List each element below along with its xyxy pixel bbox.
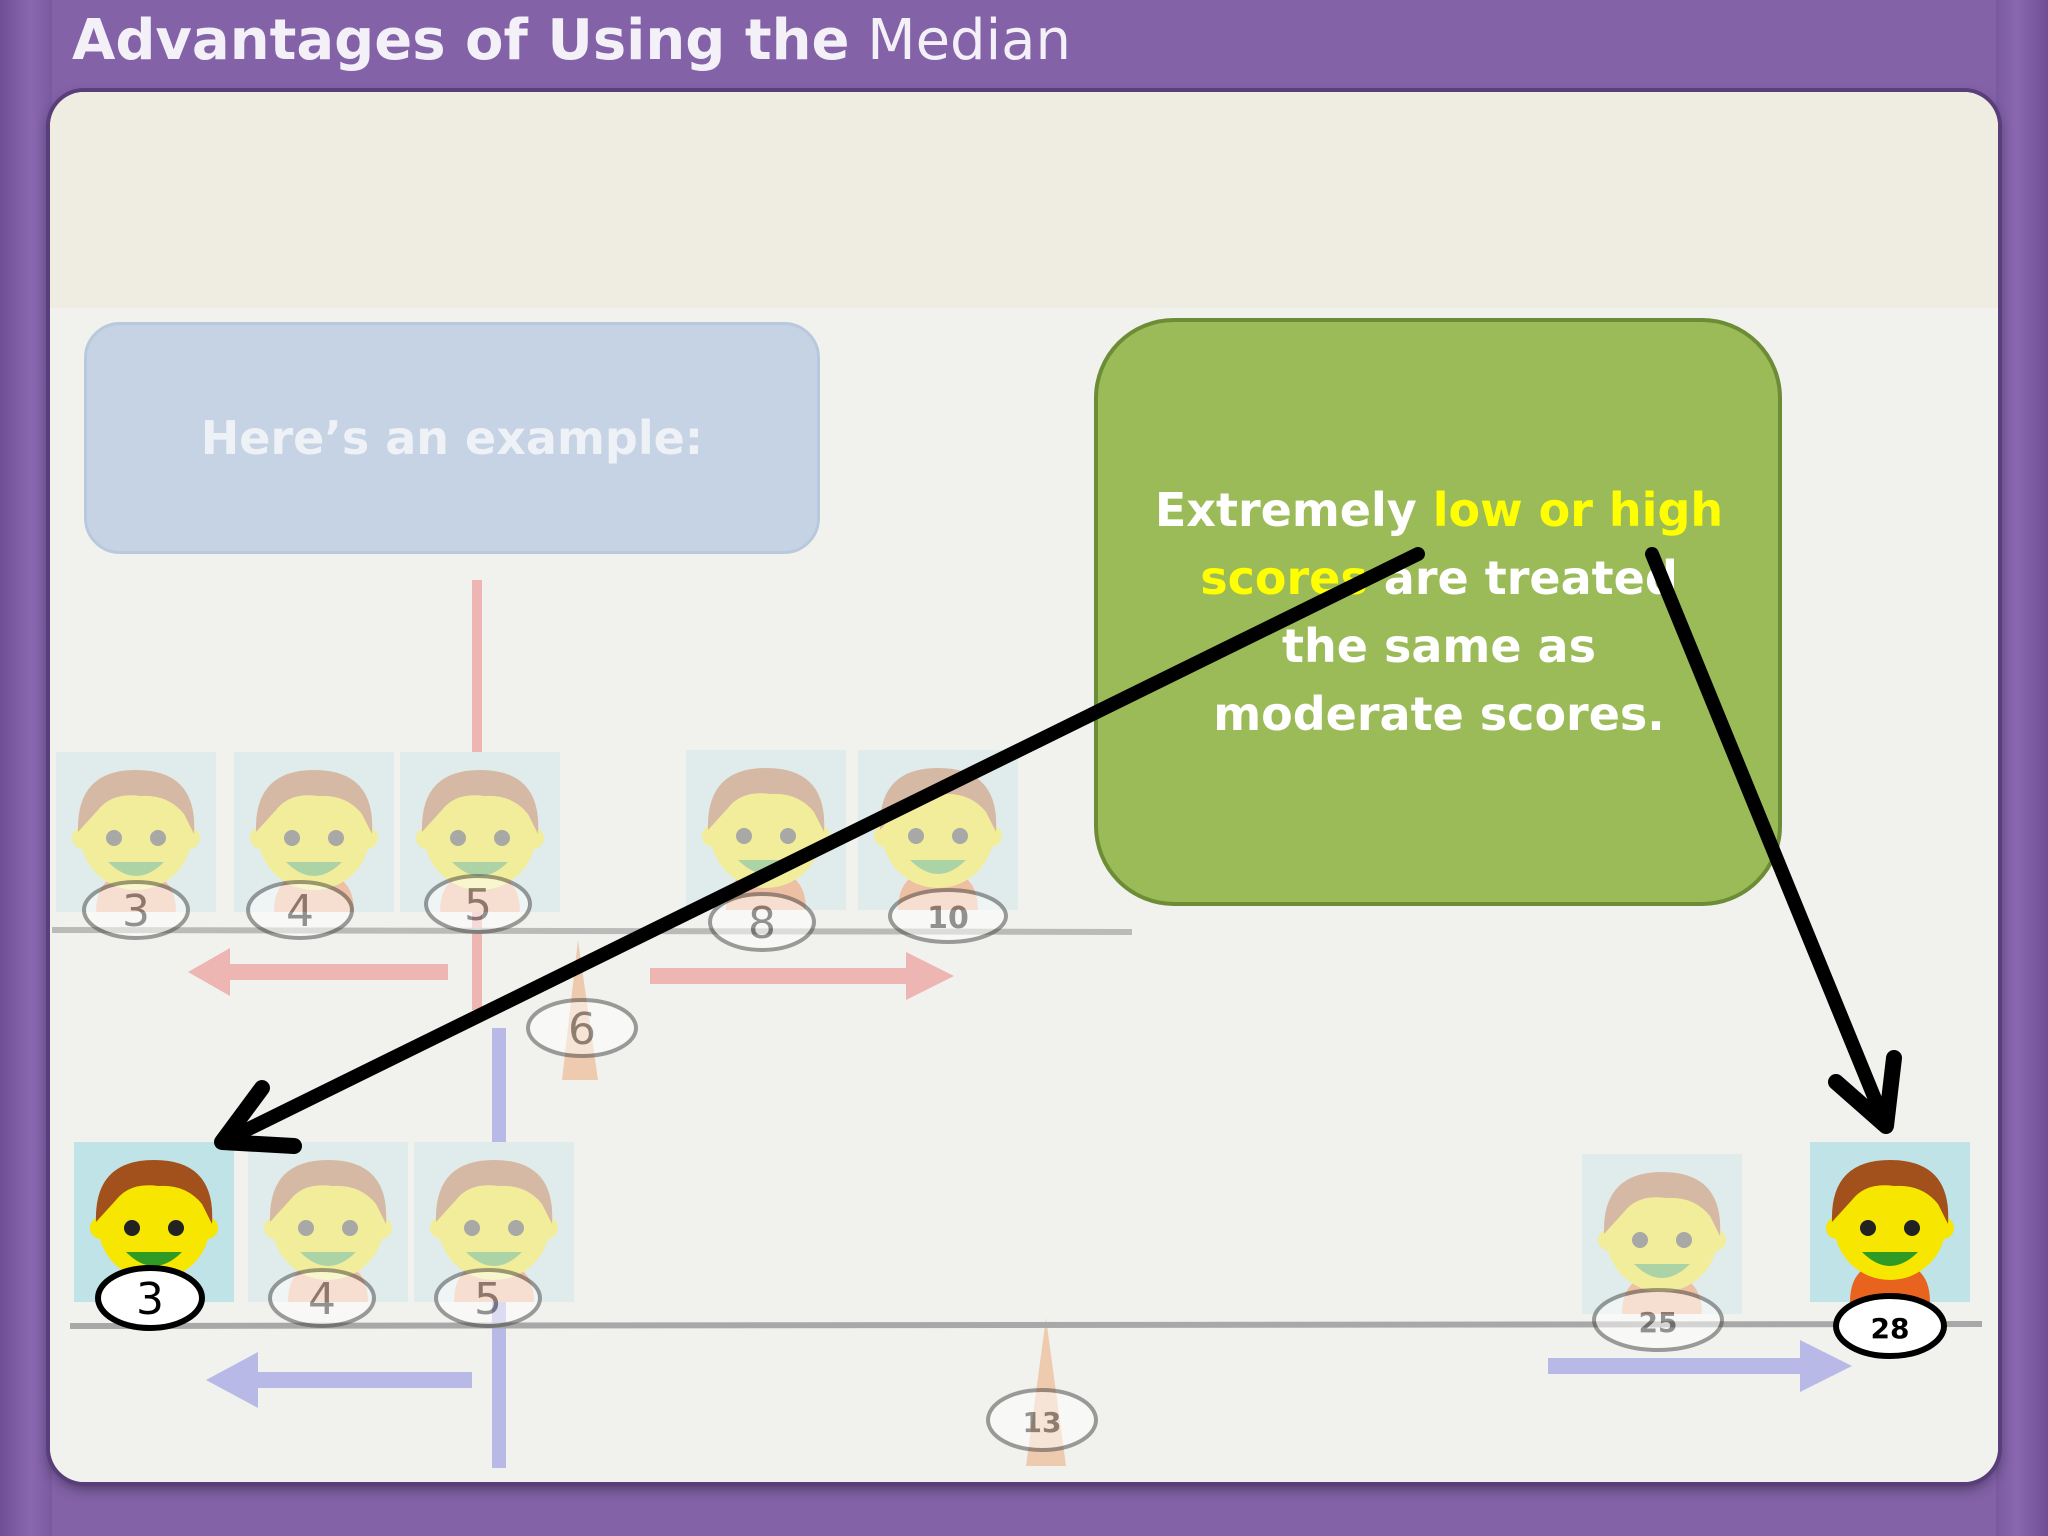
title-light: Median: [867, 8, 1071, 73]
upper-score-3: 5: [464, 880, 492, 931]
lower-left-arrowhead: [206, 1352, 258, 1408]
callout-highlight: low or high scores: [1200, 483, 1724, 605]
pointer-arrowhead-low: [214, 1080, 302, 1154]
upper-right-arrowhead: [906, 952, 954, 1000]
lower-score-5: 28: [1871, 1312, 1910, 1345]
lower-faded-labels: 4 5 25 13: [268, 1268, 1724, 1452]
lower-score-1: 3: [136, 1274, 164, 1325]
callout-part1: Extremely: [1154, 483, 1433, 537]
upper-oval-5: [888, 888, 1008, 944]
lower-oval-2: [268, 1268, 376, 1328]
upper-oval-1: [82, 880, 190, 940]
upper-median-oval: [526, 998, 638, 1058]
callout-part2: are treated the same as moderate scores.: [1213, 551, 1678, 741]
lower-right-arrowhead: [1800, 1340, 1852, 1392]
upper-score-5: 10: [927, 901, 969, 936]
callout-box: [1094, 318, 1782, 906]
pointer-arrowhead-high: [1828, 1050, 1902, 1134]
pointer-arrow-high: [1645, 547, 1893, 1133]
panel-header-area: [50, 92, 1998, 308]
lower-oval-1: [95, 1265, 205, 1331]
upper-score-1: 3: [122, 886, 150, 937]
example-box: Here’s an example:: [84, 322, 820, 554]
lower-oval-5: [1833, 1293, 1947, 1359]
pointer-arrow-low: [215, 547, 1425, 1149]
callout-text: Extremely low or high scores are treated…: [1150, 476, 1728, 748]
upper-score-2: 4: [286, 886, 314, 937]
upper-oval-3: [424, 874, 532, 934]
example-label: Here’s an example:: [200, 411, 704, 465]
lower-score-3: 5: [474, 1274, 502, 1325]
lower-score-2: 4: [308, 1274, 336, 1325]
upper-oval-4: [708, 892, 816, 952]
slide-title: Advantages of Using the Median: [72, 8, 1071, 73]
lower-kid-5: [1810, 1142, 1970, 1302]
upper-oval-2: [246, 880, 354, 940]
lower-median: 13: [1023, 1406, 1062, 1439]
lower-median-oval: [986, 1388, 1098, 1452]
upper-labels: 3 4 5 8 10 6: [82, 874, 1008, 1058]
upper-kid-4: [686, 750, 846, 910]
upper-score-4: 8: [748, 898, 776, 949]
lower-score-4: 25: [1639, 1306, 1678, 1339]
title-bold: Advantages of Using the: [72, 8, 850, 73]
lower-oval-3: [434, 1268, 542, 1328]
frame-left: [0, 0, 52, 1536]
upper-left-arrowhead: [188, 948, 230, 996]
lower-oval-4: [1592, 1288, 1724, 1352]
upper-kid-5: [858, 750, 1018, 910]
upper-median: 6: [568, 1004, 596, 1055]
